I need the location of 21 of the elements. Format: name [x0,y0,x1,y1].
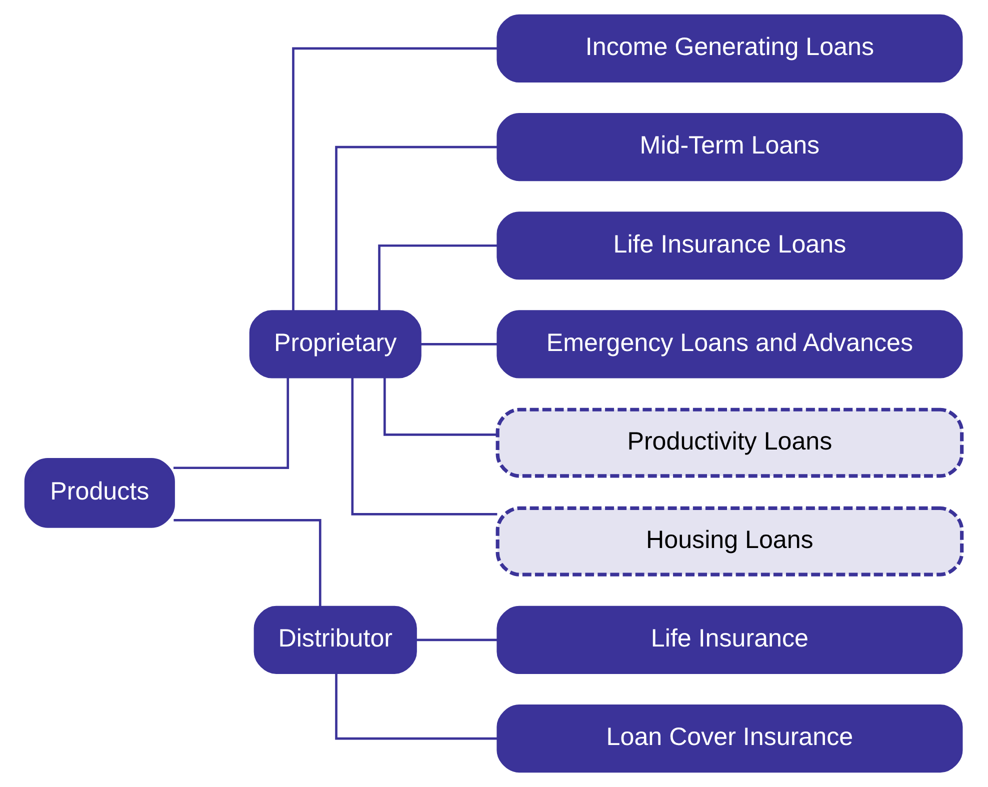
connector [174,519,322,607]
node-box: Emergency Loans and Advances [496,310,963,378]
connector [351,378,498,516]
node-box: Income Generating Loans [496,14,963,82]
connector [416,638,498,642]
connector [335,146,498,311]
connector [174,378,290,470]
node-box: Life Insurance [496,606,963,674]
connector [384,377,498,436]
connector [292,47,498,311]
node-box: Mid-Term Loans [496,112,963,182]
node-box: Distributor [254,606,417,674]
connector [378,244,498,311]
node-box: Loan Cover Insurance [496,704,963,773]
node-box: Life Insurance Loans [496,212,963,280]
node-box: Products [24,458,175,528]
node-box: Productivity Loans [496,408,964,478]
node-box: Proprietary [249,310,422,378]
node-box: Housing Loans [496,506,964,576]
connector [420,343,498,346]
connector [335,673,498,740]
